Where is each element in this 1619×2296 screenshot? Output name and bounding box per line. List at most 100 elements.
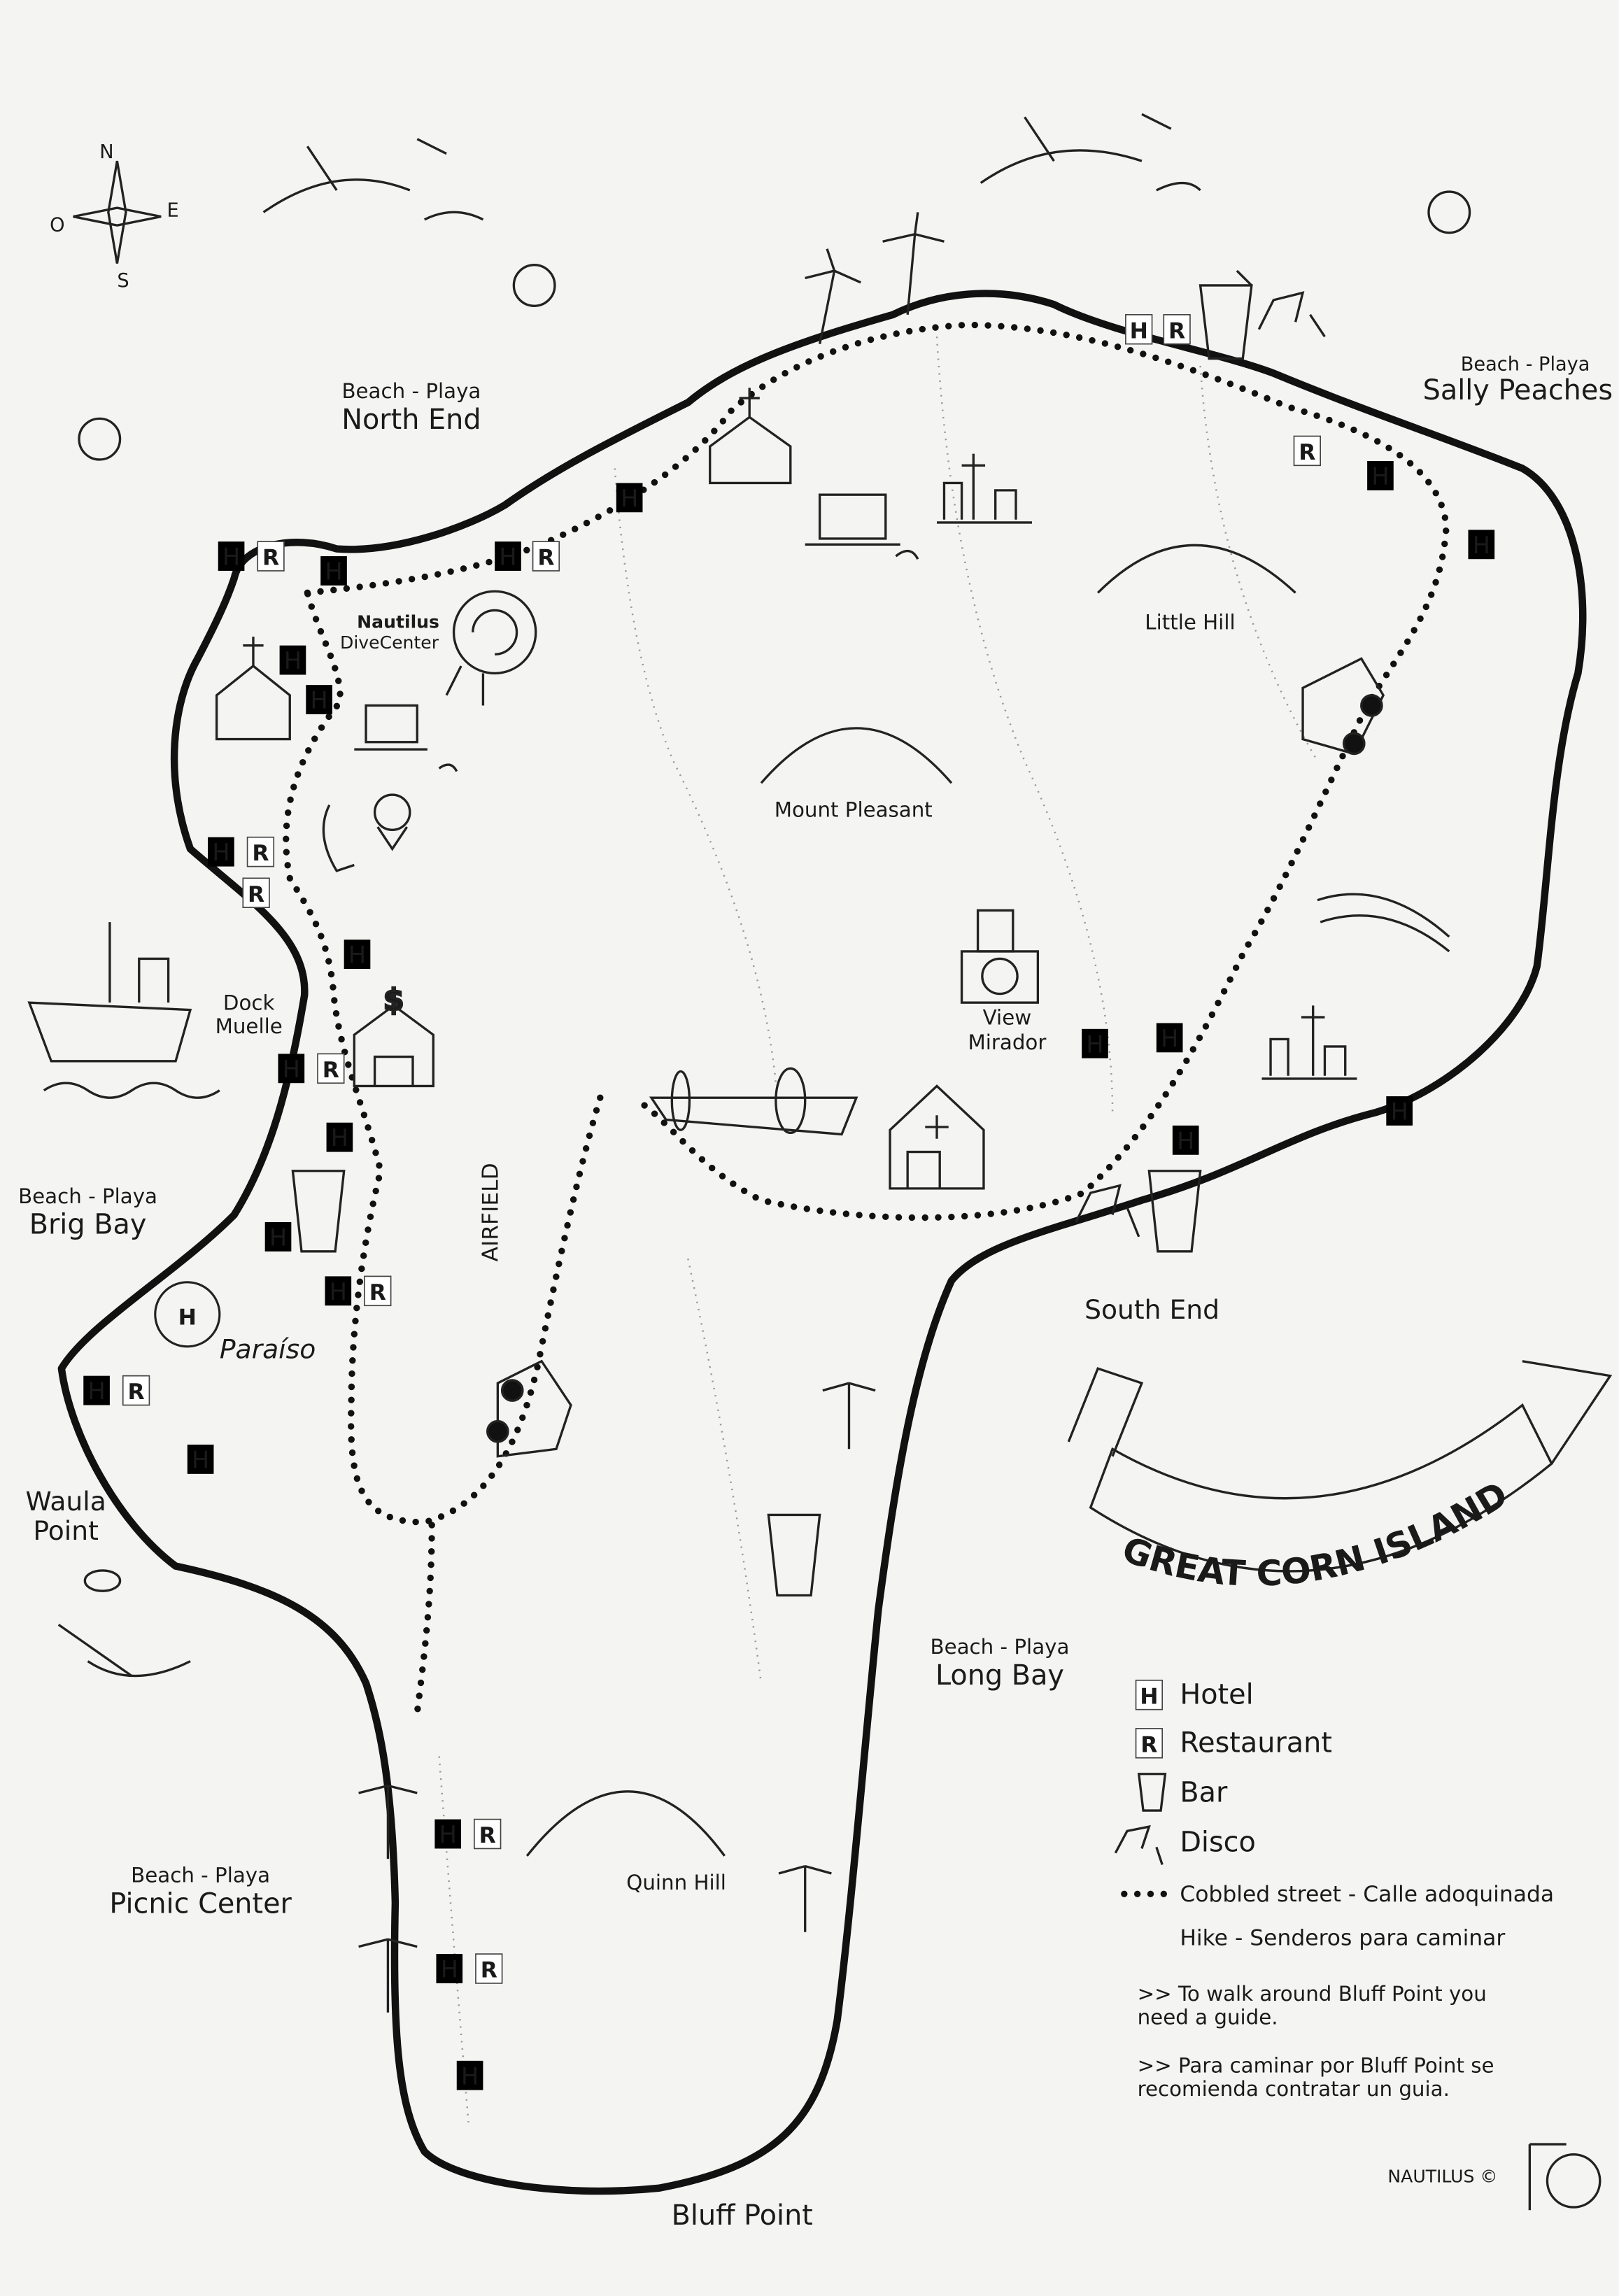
svg-text:R: R [537, 546, 554, 571]
dock-label: Dock [223, 991, 275, 1015]
legend-note-english: >> To walk around Bluff Point you need a… [1138, 1982, 1487, 2029]
church-icon [709, 388, 792, 485]
compass-rose-icon: N E S O [50, 141, 179, 292]
camera-icon [960, 909, 1040, 1004]
svg-text:Beach - Playa: Beach - Playa [931, 1635, 1070, 1659]
svg-text:R: R [1299, 440, 1315, 465]
svg-text:Hotel: Hotel [1180, 1678, 1253, 1710]
svg-text:need a guide.: need a guide. [1138, 2006, 1278, 2029]
svg-text:H: H [1140, 1684, 1158, 1709]
compass-east: E [167, 200, 179, 222]
car-icon [1301, 657, 1385, 756]
point-label: Point [33, 1515, 98, 1546]
hill-icon [525, 544, 1296, 1857]
svg-text:R: R [369, 1280, 386, 1305]
nautilus-credit: NAUTILUS © [1387, 2166, 1497, 2186]
airfield-label: AIRFIELD [478, 1163, 503, 1261]
svg-text:Beach - Playa: Beach - Playa [1461, 353, 1590, 375]
reef-fish-icon [57, 1569, 191, 1678]
diver-fins-icon [262, 138, 484, 221]
muelle-label: Muelle [215, 1014, 283, 1038]
svg-text:R: R [1168, 318, 1185, 343]
computer-icon [354, 704, 458, 772]
compass-south: S [117, 270, 129, 292]
hiking-trails [438, 336, 1319, 2123]
cobbled-street-loop [304, 321, 1450, 1221]
legend-bar: Bar [1137, 1773, 1228, 1812]
south-end-label: South End [1084, 1294, 1219, 1325]
svg-text:R: R [323, 1058, 339, 1083]
svg-text:H: H [1130, 318, 1148, 343]
compass-west: O [50, 215, 64, 236]
svg-text:North End: North End [341, 404, 481, 436]
legend-restaurant: R Restaurant [1135, 1727, 1332, 1759]
svg-text:R: R [262, 546, 279, 571]
mirador-label: Mirador [968, 1030, 1047, 1054]
legend-hike: Hike - Senderos para caminar [1180, 1926, 1505, 1951]
cemetery-icon [1261, 1005, 1357, 1080]
svg-text:Beach - Playa: Beach - Playa [18, 1184, 157, 1208]
svg-text:Long Bay: Long Bay [935, 1659, 1064, 1692]
svg-text:Disco: Disco [1180, 1827, 1256, 1859]
paraiso-hotel-marker: H Paraíso [154, 1281, 316, 1365]
svg-text:$: $ [383, 983, 404, 1017]
bar-drink-icon [291, 269, 1253, 1597]
cemetery-icon [937, 453, 1033, 524]
waula-label: Waula [26, 1486, 106, 1517]
nautilus-logo-icon [1528, 2143, 1602, 2211]
svg-text:Sally Peaches: Sally Peaches [1423, 374, 1613, 406]
svg-text:R: R [252, 841, 269, 866]
svg-text:Picnic Center: Picnic Center [109, 1888, 292, 1920]
svg-text:R: R [248, 882, 264, 907]
legend-cobbled: Cobbled street - Calle adoquinada [1121, 1882, 1554, 1907]
svg-text:recomienda contratar un guia.: recomienda contratar un guia. [1138, 2077, 1450, 2101]
svg-text:R: R [479, 1823, 496, 1848]
telephone-icon [322, 804, 355, 872]
svg-text:R: R [481, 1958, 497, 1983]
svg-text:Restaurant: Restaurant [1180, 1727, 1332, 1759]
nautilus-label: Nautilus [357, 612, 439, 632]
cobbled-street-south-spur [413, 1522, 435, 1716]
map-legend: H Hotel R Restaurant Bar Disco Cobbled s… [1114, 1678, 1554, 2101]
compass-north: N [99, 141, 113, 163]
svg-text:R: R [1140, 1732, 1157, 1757]
legend-disco: Disco [1114, 1824, 1256, 1865]
diver-fins-icon [980, 113, 1201, 192]
view-label: View [983, 1006, 1032, 1030]
svg-text:Beach - Playa: Beach - Playa [341, 379, 481, 403]
nautilus-shell-icon [445, 590, 537, 706]
mount-pleasant-label: Mount Pleasant [775, 798, 933, 821]
bank-icon: $ [353, 982, 434, 1088]
cobbled-street-west [283, 589, 604, 1526]
airplane-icon [649, 1067, 858, 1136]
ship-icon [27, 922, 220, 1099]
computer-icon [805, 493, 919, 560]
church-icon [215, 637, 291, 741]
svg-text:Cobbled street - Calle adoquin: Cobbled street - Calle adoquinada [1180, 1882, 1554, 1907]
disco-music-icon [1075, 291, 1326, 1238]
svg-text:>> Para caminar por Bluff Poin: >> Para caminar por Bluff Point se [1138, 2054, 1494, 2078]
svg-text:>> To walk around Bluff Point: >> To walk around Bluff Point you [1138, 1982, 1487, 2006]
ice-cream-icon [373, 793, 411, 851]
quinn-hill-label: Quinn Hill [626, 1871, 726, 1894]
bluff-point-label: Bluff Point [672, 2199, 813, 2232]
little-hill-label: Little Hill [1145, 611, 1235, 635]
svg-text:R: R [127, 1380, 144, 1405]
svg-text:Beach - Playa: Beach - Playa [131, 1864, 270, 1887]
svg-text:Bar: Bar [1180, 1776, 1228, 1808]
car-icon [486, 1359, 572, 1458]
svg-text:Hike - Senderos para caminar: Hike - Senderos para caminar [1180, 1926, 1505, 1951]
dive-center-label: DiveCenter [340, 632, 439, 653]
svg-text:H: H [178, 1305, 197, 1330]
svg-text:Brig Bay: Brig Bay [29, 1209, 147, 1241]
bridge-icon [1317, 893, 1450, 953]
legend-hotel: H Hotel [1135, 1678, 1254, 1710]
hotel-restaurant-markers: H R R R R R R R R R R R [83, 313, 1495, 2090]
